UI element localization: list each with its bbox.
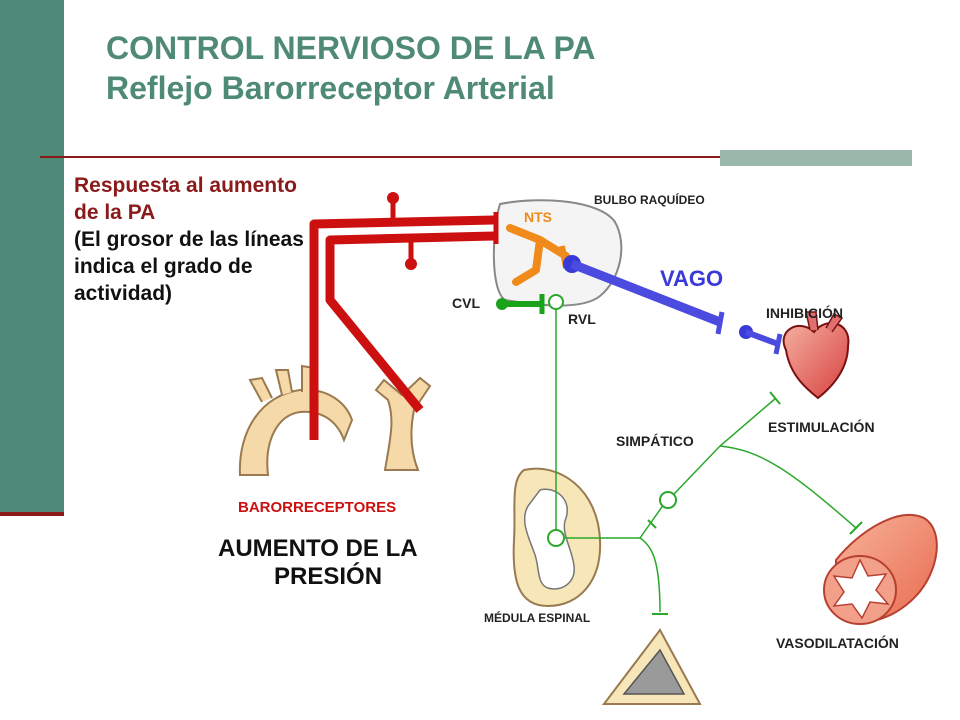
to-ganglion [639,503,665,539]
vagus-terminal [715,311,725,335]
title-line-2: Reflejo Barorreceptor Arterial [106,70,555,106]
afferent-nerve-aortic [309,215,495,440]
aortic-arch [238,388,354,476]
label-simpatico: SIMPÁTICO [616,433,694,449]
baroreflex-diagram: BULBO RAQUÍDEO NTS CVL RVL VAGO INHIBICI… [218,192,938,705]
note-response-text: Respuesta al aumento de la PA [74,174,297,224]
left-accent-bar [0,0,64,516]
afferent-node-2 [405,258,417,270]
afferent-nerve-carotid [325,231,495,413]
vagus-heart-terminal [773,333,783,355]
preganglionic-neuron [547,529,565,547]
vagus-nerve [570,259,722,327]
heart-sympathetic-terminal [769,391,781,405]
vagus-postganglionic [744,329,780,347]
label-estimulacion: ESTIMULACIÓN [768,418,875,435]
label-medula: MÉDULA ESPINAL [484,610,590,625]
heart-illustration [782,322,850,400]
heart-vessels [805,311,844,333]
side-note: Respuesta al aumento de la PA (El grosor… [74,172,304,307]
vessel-lumen [832,558,890,620]
label-inhibicion: INHIBICIÓN [766,304,843,321]
label-vago: VAGO [660,266,723,291]
title-line-1: CONTROL NERVIOSO DE LA PA [106,30,596,66]
label-bulbo: BULBO RAQUÍDEO [594,192,705,207]
label-aumento-line2: PRESIÓN [274,562,382,590]
label-barorreceptores: BARORRECEPTORES [238,499,396,516]
vessel-sympathetic-terminal [849,521,863,535]
label-rvl: RVL [568,311,596,327]
note-thickness-text: (El grosor de las líneas indica el grado… [74,228,304,305]
nts-neuron [506,224,570,286]
preganglionic-branch [639,537,661,613]
label-nts: NTS [524,209,552,225]
slide-title: CONTROL NERVIOSO DE LA PA Reflejo Barorr… [106,28,596,108]
rvl-neuron [548,294,564,310]
title-divider [40,156,912,158]
label-aumento-line1: AUMENTO DE LA [218,535,418,562]
afferent-node-1 [387,192,399,204]
ganglion-neuron [659,491,677,509]
label-vasodilatacion: VASODILATACIÓN [776,634,899,651]
ganglion-terminal [647,519,657,529]
adrenal-medulla [622,648,686,695]
divider-accent-bar [720,150,912,166]
postganglionic-vessel [719,445,857,529]
label-cvl: CVL [452,295,480,311]
